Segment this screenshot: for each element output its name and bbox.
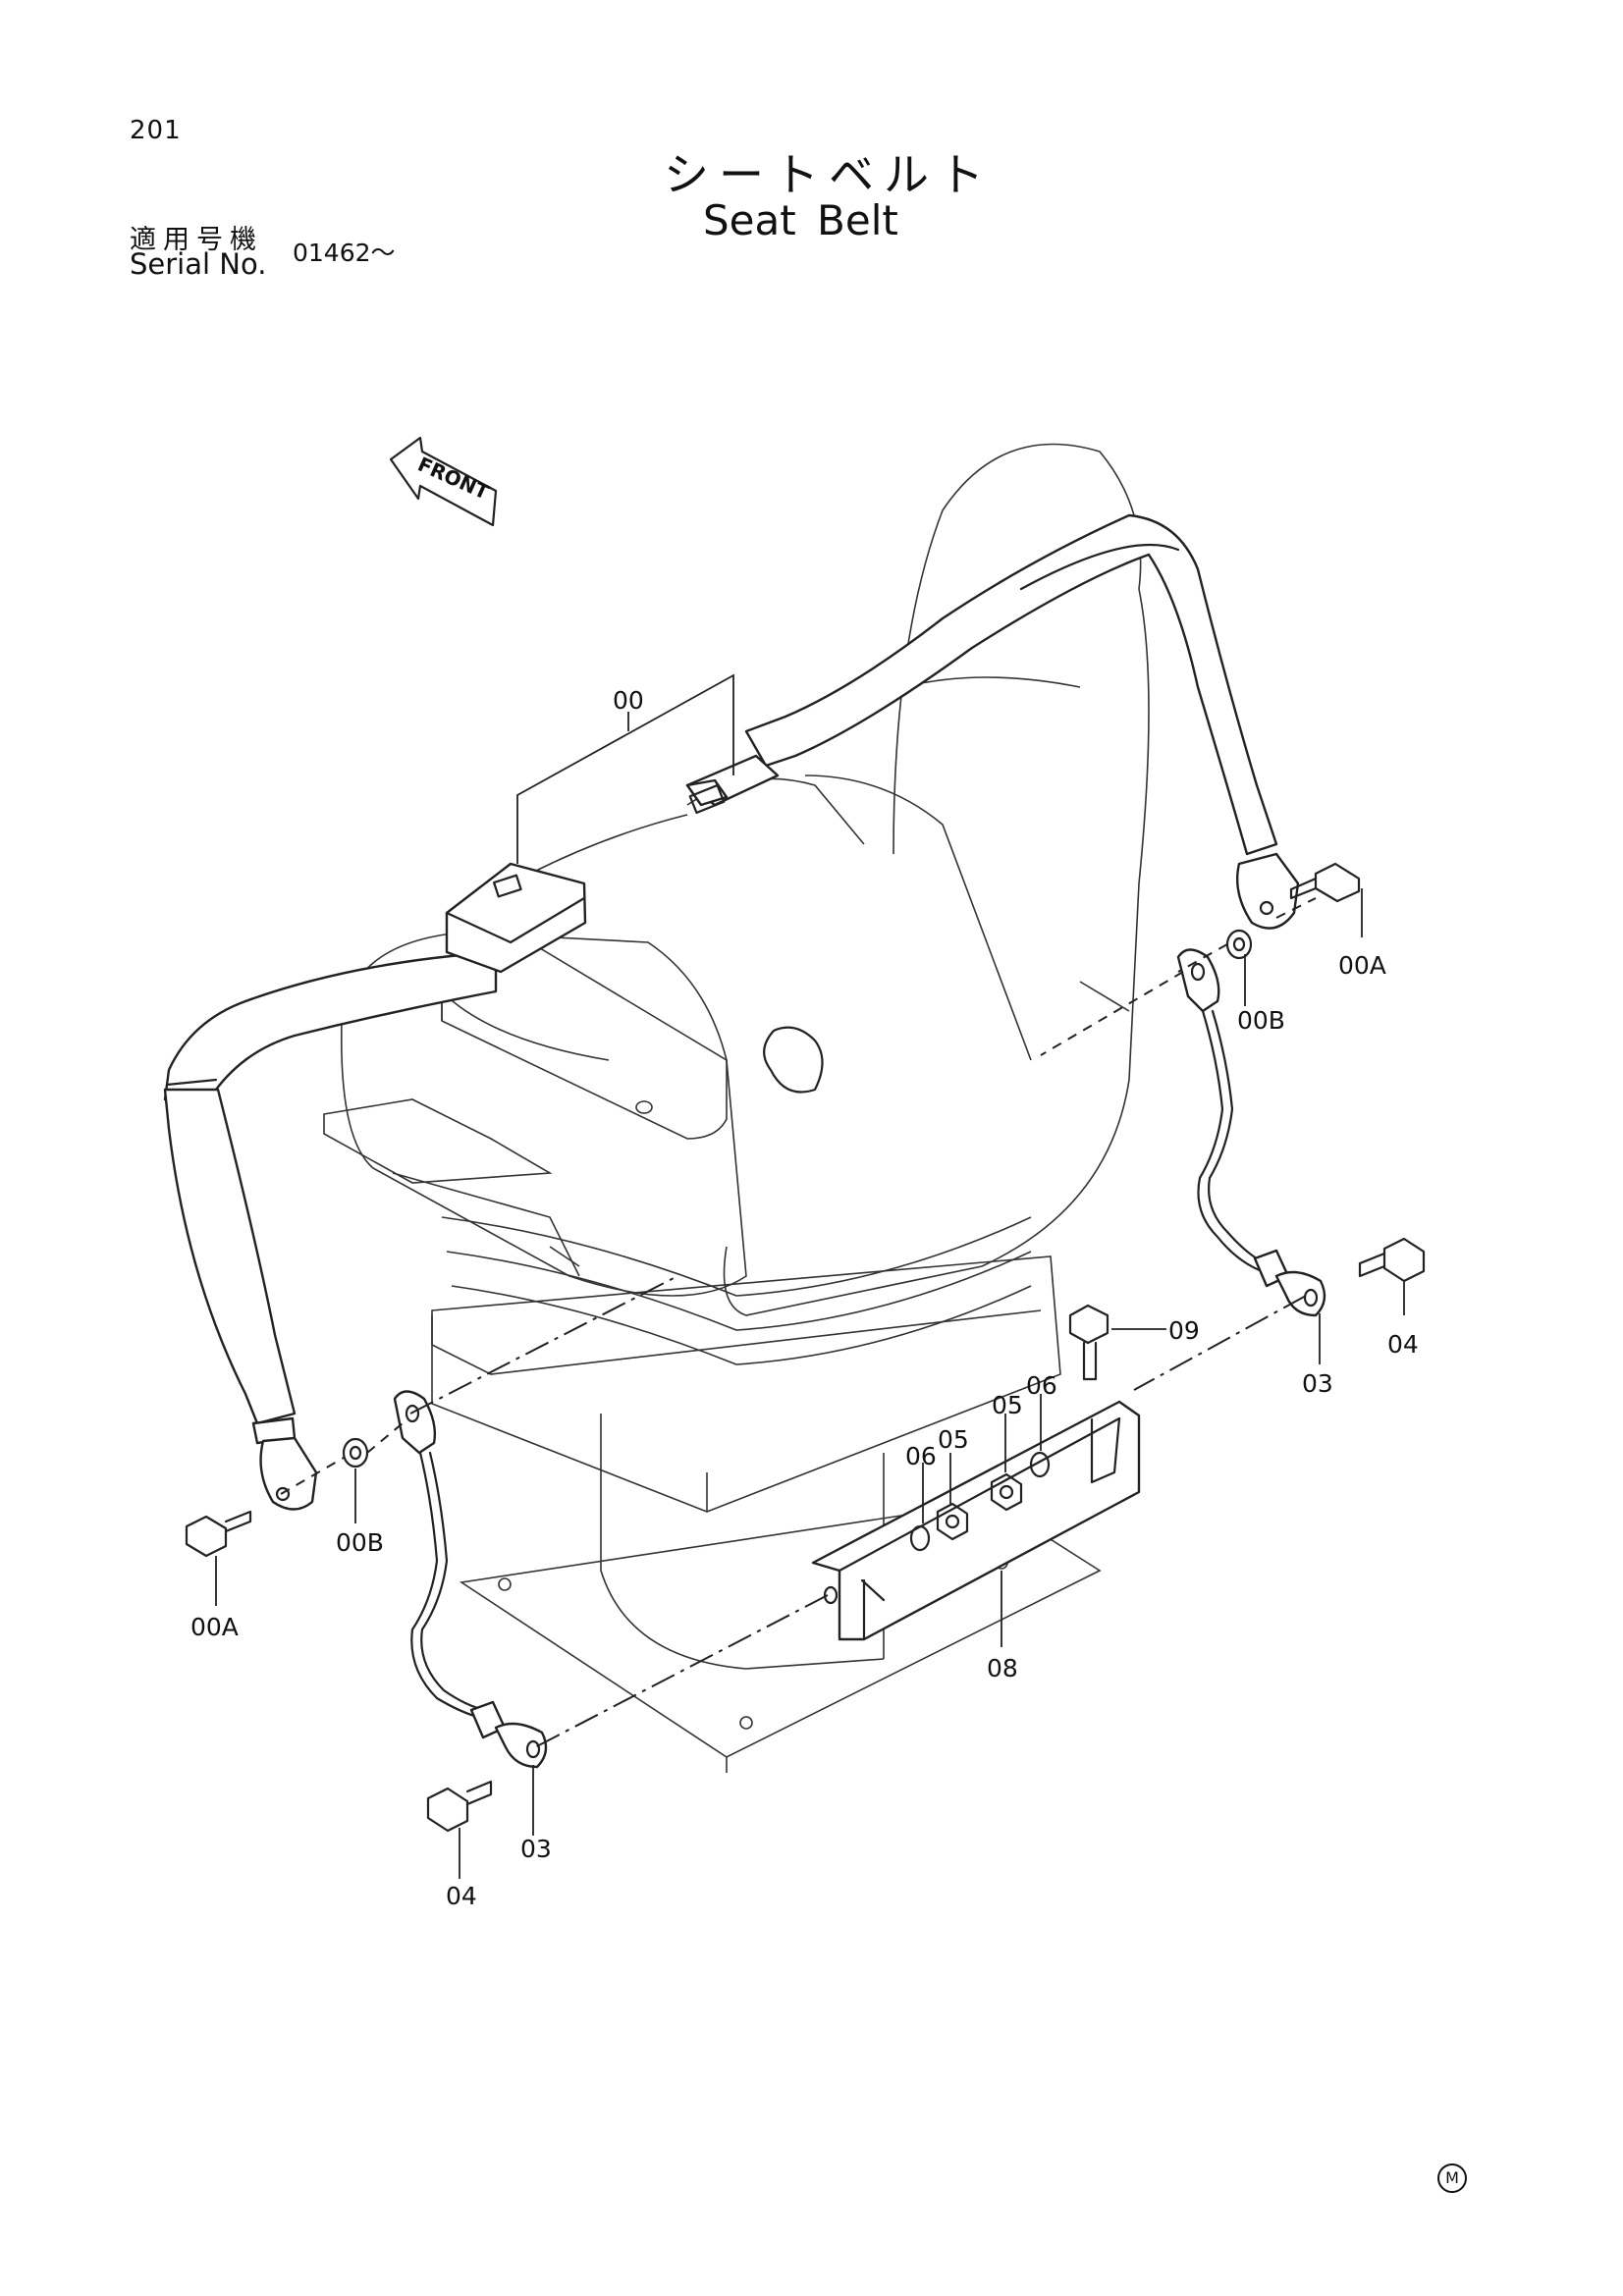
seat-cushion: [340, 932, 747, 1297]
callout-00a-right: 00A: [1338, 951, 1386, 980]
callout-08: 08: [987, 1654, 1018, 1682]
nut-05-icon: [936, 1502, 969, 1541]
bolt-04-right-icon: [1358, 1237, 1426, 1315]
callout-03-left: 03: [520, 1835, 552, 1863]
ground-cable-left: [393, 1390, 548, 1836]
washer-00b-right-icon: [1225, 929, 1253, 960]
callout-03-right: 03: [1302, 1369, 1333, 1398]
seat-belt-left-strap: [163, 950, 498, 1511]
nut-05-icon: [990, 1472, 1023, 1512]
washer-06-icon: [909, 1524, 931, 1552]
washer-06-icon: [1029, 1451, 1051, 1478]
leaders-right: [280, 897, 1321, 1748]
title-japanese: シートベルト: [664, 148, 994, 201]
callout-00-bracket: [516, 673, 734, 864]
callout-00b-right: 00B: [1237, 1006, 1285, 1035]
callout-05-a: 05: [938, 1425, 969, 1454]
callout-04-left: 04: [446, 1882, 477, 1910]
bolt-00a-right-icon: [1289, 862, 1363, 937]
seat-suspension: [323, 1098, 1061, 1513]
title-english: Seat Belt: [703, 196, 898, 244]
callout-00: 00: [613, 686, 644, 715]
callout-00a-left: 00A: [190, 1613, 239, 1641]
callout-00b-left: 00B: [336, 1528, 384, 1557]
callout-labels: 00 00A 00B 04 03 09 05 06 05 06 08 00A 0…: [190, 686, 1419, 1910]
washer-00b-left-icon: [342, 1437, 369, 1523]
callout-05-b: 05: [992, 1391, 1023, 1419]
bolt-04-left-icon: [426, 1780, 493, 1879]
callout-09: 09: [1168, 1316, 1200, 1345]
seat-belt-buckle: [445, 862, 587, 974]
callout-06-a: 06: [905, 1442, 937, 1470]
front-arrow-label: FRONT: [414, 453, 493, 505]
bolt-00a-left-icon: [185, 1510, 252, 1606]
front-arrow-icon: FRONT: [389, 436, 498, 527]
serial-number-value: 01462～: [293, 239, 396, 267]
bracket-08: [811, 1400, 1141, 1647]
ground-cable-right: [1176, 948, 1326, 1317]
seat-belt-right-strap: [685, 513, 1300, 930]
serial-label-japanese: 適用号機: [130, 225, 263, 255]
manufacturer-mark-icon: M: [1437, 2163, 1467, 2193]
leaders-05-06: [922, 1394, 1042, 1523]
callout-06-b: 06: [1026, 1371, 1057, 1400]
serial-label-english: Serial No.: [130, 247, 267, 281]
page-number: 201: [130, 116, 182, 145]
callout-04-right: 04: [1387, 1330, 1419, 1359]
bolt-09-icon: [1068, 1304, 1166, 1381]
